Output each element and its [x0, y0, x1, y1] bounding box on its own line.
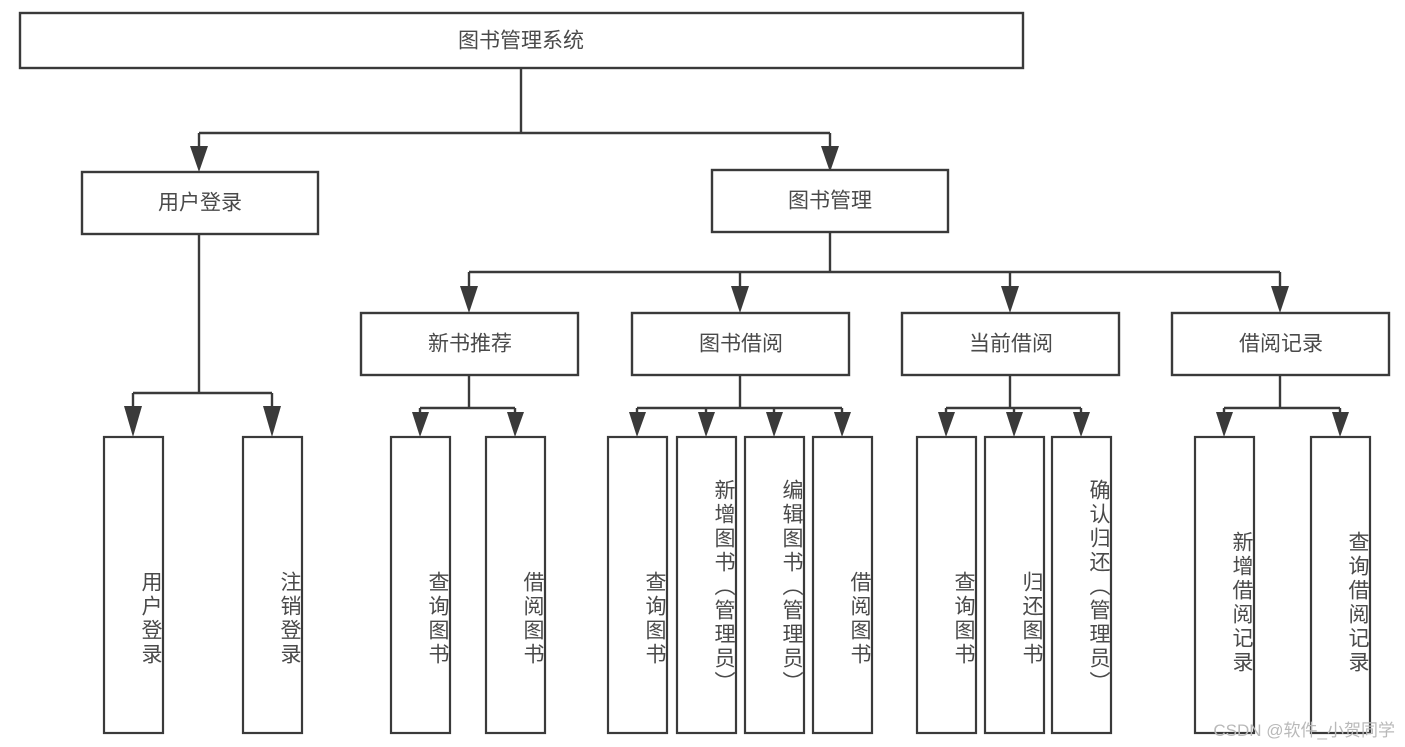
- arrowhead-leaf-return-book: [1006, 412, 1023, 437]
- leaf-borrow-book-2-label: 借阅图书: [848, 571, 871, 667]
- arrowhead-leaf-query-book-2: [629, 412, 646, 437]
- leaf-add-book-label: 新增图书（管理员）: [712, 479, 735, 695]
- root-box[interactable]: [18, 11, 1025, 70]
- leaf-box-layer: [102, 435, 1372, 735]
- book-management-label: 图书管理: [788, 190, 872, 213]
- borrow-record-label: 借阅记录: [1239, 333, 1323, 356]
- current-borrow-label: 当前借阅: [969, 333, 1053, 356]
- leaf-user-login-box[interactable]: [102, 435, 165, 735]
- leaf-borrow-book-1-label: 借阅图书: [521, 571, 544, 667]
- leaf-query-record-label: 查询借阅记录: [1346, 531, 1369, 675]
- book-borrow-label: 图书借阅: [699, 333, 783, 356]
- root-label: 图书管理系统: [458, 30, 584, 53]
- arrowhead-leaf-add-book: [698, 412, 715, 437]
- book-management-box[interactable]: [710, 168, 950, 234]
- arrowhead-leaf-logout-login: [263, 406, 281, 437]
- leaf-query-book-3-label: 查询图书: [952, 571, 975, 667]
- leaf-edit-book-box[interactable]: [743, 435, 806, 735]
- connector-layer: [124, 68, 1349, 437]
- arrowhead-leaf-user-login: [124, 406, 142, 437]
- leaf-query-book-2-label: 查询图书: [643, 571, 666, 667]
- borrow-record-box[interactable]: [1170, 311, 1391, 377]
- arrowhead-book-borrow: [731, 286, 749, 313]
- node-book-borrow[interactable]: 图书借阅: [630, 311, 851, 377]
- leaf-user-login-label: 用户登录: [139, 571, 162, 667]
- user-login-box[interactable]: [80, 170, 320, 236]
- node-current-borrow[interactable]: 当前借阅: [900, 311, 1121, 377]
- arrowhead-leaf-borrow-book-2: [834, 412, 851, 437]
- arrowhead-book-management: [821, 146, 839, 172]
- node-new-book-recommend[interactable]: 新书推荐: [359, 311, 580, 377]
- leaf-query-book-1-label: 查询图书: [426, 571, 449, 667]
- csdn-watermark: CSDN @软件_小贺同学: [1213, 721, 1395, 740]
- node-root[interactable]: 图书管理系统: [18, 11, 1025, 70]
- node-borrow-record[interactable]: 借阅记录: [1170, 311, 1391, 377]
- leaf-query-book-2-box[interactable]: [606, 435, 669, 735]
- leaf-edit-book-label: 编辑图书（管理员）: [780, 479, 803, 695]
- leaf-add-book-box[interactable]: [675, 435, 738, 735]
- leaf-query-record-box[interactable]: [1309, 435, 1372, 735]
- node-book-management[interactable]: 图书管理: [710, 168, 950, 234]
- arrowhead-leaf-add-record: [1216, 412, 1233, 437]
- arrowhead-new-book-recommend: [460, 286, 478, 313]
- leaf-return-book-label: 归还图书: [1020, 571, 1043, 667]
- new-book-recommend-box[interactable]: [359, 311, 580, 377]
- leaf-confirm-return-label: 确认归还（管理员）: [1087, 479, 1110, 695]
- arrowhead-borrow-record: [1271, 286, 1289, 313]
- arrowhead-leaf-borrow-book-1: [507, 412, 524, 437]
- arrowhead-leaf-confirm-return: [1073, 412, 1090, 437]
- arrowhead-current-borrow: [1001, 286, 1019, 313]
- leaf-borrow-book-2-box[interactable]: [811, 435, 874, 735]
- leaf-query-book-1-box[interactable]: [389, 435, 452, 735]
- leaf-confirm-return-box[interactable]: [1050, 435, 1113, 735]
- arrowhead-leaf-query-record: [1332, 412, 1349, 437]
- node-user-login[interactable]: 用户登录: [80, 170, 320, 236]
- leaf-add-record-label: 新增借阅记录: [1230, 531, 1253, 675]
- leaf-logout-login-label: 注销登录: [278, 571, 301, 667]
- leaf-query-book-3-box[interactable]: [915, 435, 978, 735]
- current-borrow-box[interactable]: [900, 311, 1121, 377]
- arrowhead-leaf-query-book-3: [938, 412, 955, 437]
- leaf-add-record-box[interactable]: [1193, 435, 1256, 735]
- new-book-recommend-label: 新书推荐: [428, 333, 512, 356]
- arrowhead-leaf-query-book-1: [412, 412, 429, 437]
- leaf-logout-login-box[interactable]: [241, 435, 304, 735]
- book-borrow-box[interactable]: [630, 311, 851, 377]
- leaf-return-book-box[interactable]: [983, 435, 1046, 735]
- user-login-label: 用户登录: [158, 192, 242, 215]
- arrowhead-leaf-edit-book: [766, 412, 783, 437]
- arrowhead-user-login: [190, 146, 208, 172]
- leaf-borrow-book-1-box[interactable]: [484, 435, 547, 735]
